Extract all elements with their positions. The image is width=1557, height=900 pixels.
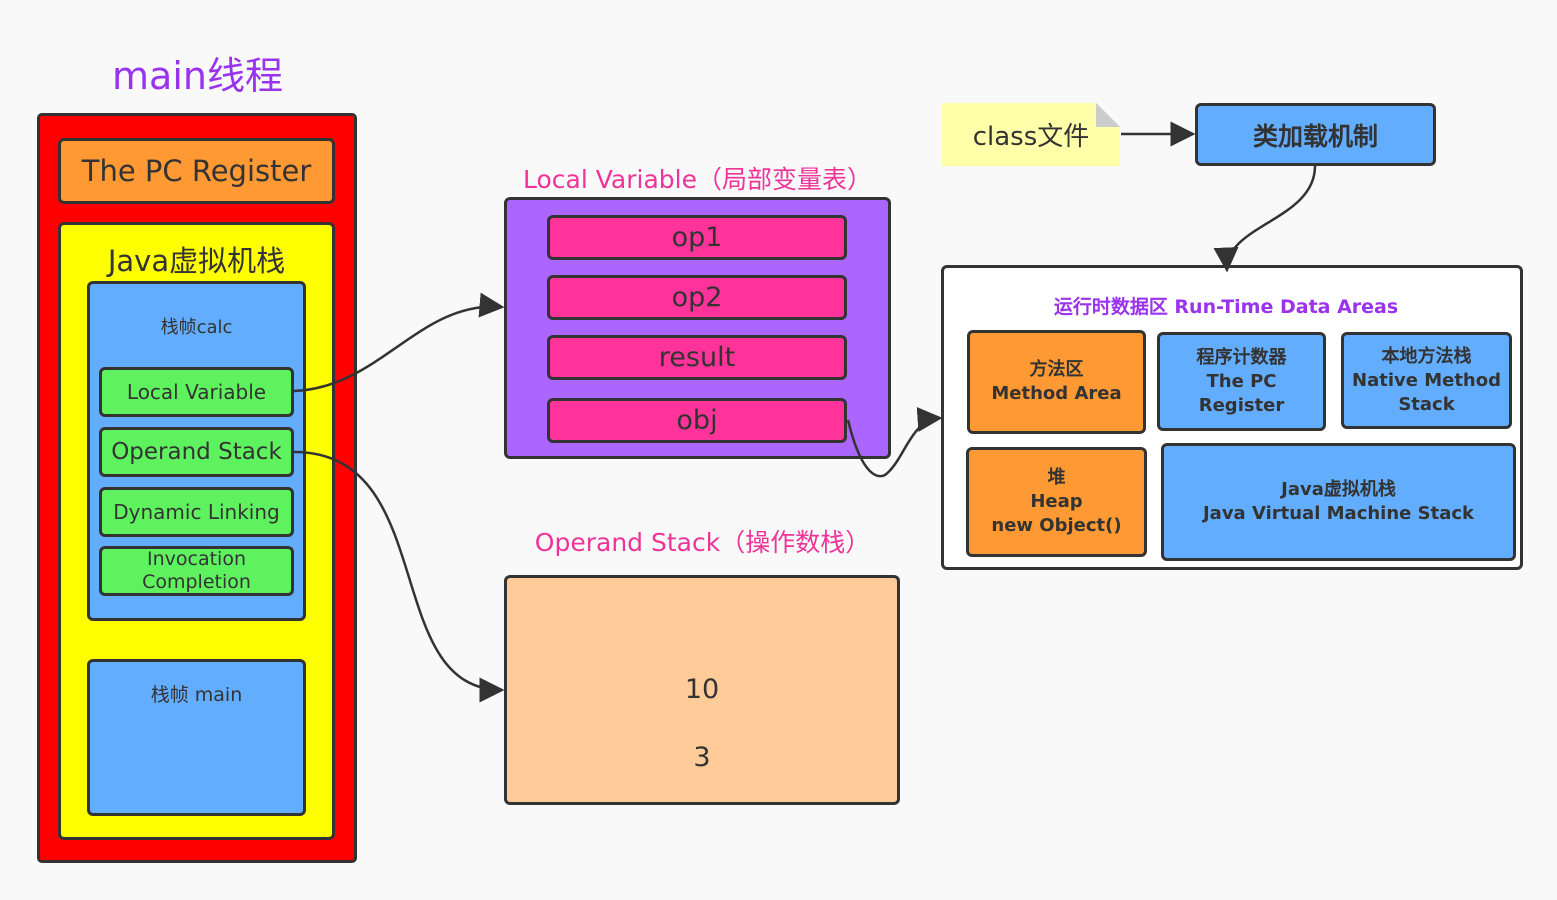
frame-main-box [87, 659, 306, 816]
connector-operand-stack [293, 450, 505, 703]
frame-main-label: 栈帧 main [150, 684, 243, 706]
slot-result: result [547, 335, 847, 380]
class-file-note: class文件 [942, 103, 1120, 166]
pc-register-zh: 程序计数器 [1196, 346, 1287, 368]
connector-obj-to-heap [846, 407, 943, 478]
connector-local-variable [293, 292, 505, 393]
native-method-stack-box: 本地方法栈 Native Method Stack [1341, 332, 1512, 429]
jvm-stack-area-zh: Java虚拟机栈 [1281, 479, 1396, 500]
jvm-stack-area-box: Java虚拟机栈 Java Virtual Machine Stack [1161, 443, 1516, 561]
slot-op1: op1 [547, 215, 847, 260]
connector-loader-to-runtime [1213, 165, 1317, 273]
frame-item-local-variable: Local Variable [99, 367, 294, 417]
frame-item-operand-stack: Operand Stack [99, 427, 294, 477]
operand-value: 10 [684, 674, 720, 705]
jvm-stack-area-en: Java Virtual Machine Stack [1202, 503, 1474, 524]
frame-item-dynamic-linking: Dynamic Linking [99, 487, 294, 537]
jvm-stack-title: Java虚拟机栈 [107, 244, 286, 278]
frame-calc-label: 栈帧calc [160, 317, 233, 338]
slot-op2: op2 [547, 275, 847, 320]
operand-stack-title: Operand Stack（操作数栈） [534, 528, 871, 557]
heap-en: Heap [1030, 491, 1083, 512]
method-area-en: Method Area [991, 383, 1122, 404]
frame-item-invocation-completion: Invocation Completion [99, 546, 294, 596]
heap-extra: new Object() [991, 515, 1122, 536]
pc-register-en: The PC Register [1198, 370, 1285, 416]
native-method-stack-en: Native Method Stack [1352, 369, 1501, 415]
pc-register-area-box: 程序计数器 The PC Register [1157, 332, 1326, 431]
pc-register-box: The PC Register [58, 138, 335, 204]
operand-value: 3 [693, 742, 711, 773]
diagram-title: main线程 [112, 54, 283, 98]
heap-zh: 堆 [1047, 467, 1066, 488]
local-variable-title: Local Variable（局部变量表） [523, 165, 872, 194]
runtime-data-areas-title: 运行时数据区 Run-Time Data Areas [1053, 296, 1399, 318]
note-fold-corner [1096, 103, 1120, 127]
method-area-box: 方法区 Method Area [967, 330, 1146, 434]
operand-stack-box [504, 575, 900, 805]
method-area-zh: 方法区 [1029, 359, 1084, 380]
class-loader-box: 类加载机制 [1195, 103, 1436, 166]
slot-obj: obj [547, 398, 847, 443]
native-method-stack-zh: 本地方法栈 [1381, 345, 1472, 367]
heap-box: 堆 Heap new Object() [966, 447, 1147, 557]
